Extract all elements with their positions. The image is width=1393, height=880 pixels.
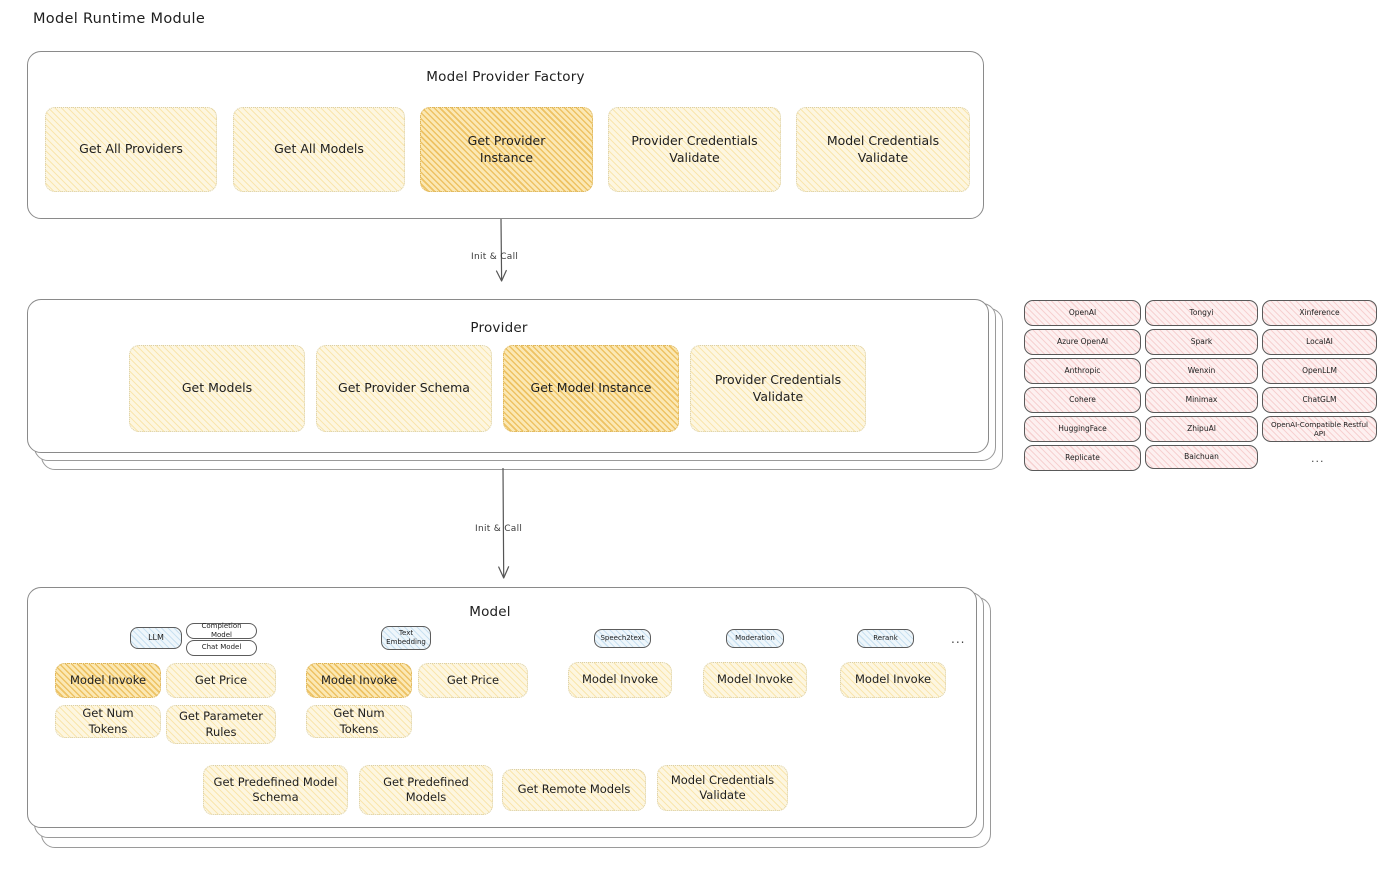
arrow-label-init-and-call-1: Init & Call xyxy=(471,252,519,262)
model-type-tag-moderation[interactable]: Moderation xyxy=(726,629,784,648)
provider-list-item-anthropic[interactable]: Anthropic xyxy=(1024,358,1141,384)
factory-node-get-all-providers[interactable]: Get All Providers xyxy=(45,107,217,192)
provider-list-item-zhipuai[interactable]: ZhipuAI xyxy=(1145,416,1258,442)
model-subtag-chat-model[interactable]: Chat Model xyxy=(186,640,257,656)
model-type-tag-speech2text[interactable]: Speech2text xyxy=(594,629,651,648)
arrow-factory-to-provider xyxy=(495,219,507,282)
factory-node-model-credentials-validate[interactable]: Model Credentials Validate xyxy=(796,107,970,192)
model-llm-node-get-num-tokens[interactable]: Get Num Tokens xyxy=(55,705,161,738)
model-type-more-indicator: ... xyxy=(951,632,966,646)
provider-list-item-openllm[interactable]: OpenLLM xyxy=(1262,358,1377,384)
factory-node-get-provider-instance[interactable]: Get Provider Instance xyxy=(420,107,593,192)
provider-list-item-chatglm[interactable]: ChatGLM xyxy=(1262,387,1377,413)
model-shared-node-get-predefined-model-schema[interactable]: Get Predefined Model Schema xyxy=(203,765,348,815)
provider-node-get-model-instance[interactable]: Get Model Instance xyxy=(503,345,679,432)
provider-list-item-spark[interactable]: Spark xyxy=(1145,329,1258,355)
provider-list-item-baichuan[interactable]: Baichuan xyxy=(1145,445,1258,469)
model-text-embedding-node-get-price[interactable]: Get Price xyxy=(418,663,528,698)
provider-list-item-wenxin[interactable]: Wenxin xyxy=(1145,358,1258,384)
model-text-embedding-node-model-invoke[interactable]: Model Invoke xyxy=(306,663,412,698)
model-llm-node-get-price[interactable]: Get Price xyxy=(166,663,276,698)
model-type-tag-text-embedding[interactable]: Text Embedding xyxy=(381,626,431,650)
provider-list-item-cohere[interactable]: Cohere xyxy=(1024,387,1141,413)
page-title: Model Runtime Module xyxy=(33,11,206,27)
factory-node-get-all-models[interactable]: Get All Models xyxy=(233,107,405,192)
model-shared-node-get-remote-models[interactable]: Get Remote Models xyxy=(502,769,646,811)
provider-list-item-tongyi[interactable]: Tongyi xyxy=(1145,300,1258,326)
provider-list-more-indicator: ... xyxy=(1311,452,1325,465)
provider-list-item-minimax[interactable]: Minimax xyxy=(1145,387,1258,413)
provider-list-item-openai[interactable]: OpenAI xyxy=(1024,300,1141,326)
arrow-provider-to-model xyxy=(498,468,510,579)
provider-list-item-replicate[interactable]: Replicate xyxy=(1024,445,1141,471)
provider-node-get-models[interactable]: Get Models xyxy=(129,345,305,432)
provider-list-item-openai-compatible-restful-api[interactable]: OpenAI-Compatible Restful API xyxy=(1262,416,1377,442)
model-speech2text-node-model-invoke[interactable]: Model Invoke xyxy=(568,662,672,698)
model-llm-node-get-parameter-rules[interactable]: Get Parameter Rules xyxy=(166,705,276,744)
model-type-tag-llm[interactable]: LLM xyxy=(130,627,182,649)
provider-list-item-azure-openai[interactable]: Azure OpenAI xyxy=(1024,329,1141,355)
model-rerank-node-model-invoke[interactable]: Model Invoke xyxy=(840,662,946,698)
model-type-tag-rerank[interactable]: Rerank xyxy=(857,629,914,648)
provider-list-item-xinference[interactable]: Xinference xyxy=(1262,300,1377,326)
provider-node-get-provider-schema[interactable]: Get Provider Schema xyxy=(316,345,492,432)
model-subtag-completion-model[interactable]: Completion Model xyxy=(186,622,257,639)
provider-title: Provider xyxy=(470,320,528,336)
model-text-embedding-node-get-num-tokens[interactable]: Get Num Tokens xyxy=(306,705,412,738)
model-llm-node-model-invoke[interactable]: Model Invoke xyxy=(55,663,161,698)
model-moderation-node-model-invoke[interactable]: Model Invoke xyxy=(703,662,807,698)
provider-list-item-localai[interactable]: LocalAI xyxy=(1262,329,1377,355)
factory-node-provider-credentials-validate[interactable]: Provider Credentials Validate xyxy=(608,107,781,192)
model-shared-node-model-credentials-validate[interactable]: Model Credentials Validate xyxy=(657,765,788,811)
provider-node-provider-credentials-validate[interactable]: Provider Credentials Validate xyxy=(690,345,866,432)
model-provider-factory-title: Model Provider Factory xyxy=(426,69,585,85)
model-title: Model xyxy=(469,604,511,620)
model-shared-node-get-predefined-models[interactable]: Get Predefined Models xyxy=(359,765,493,815)
arrow-label-init-and-call-2: Init & Call xyxy=(475,524,523,534)
provider-list-item-huggingface[interactable]: HuggingFace xyxy=(1024,416,1141,442)
